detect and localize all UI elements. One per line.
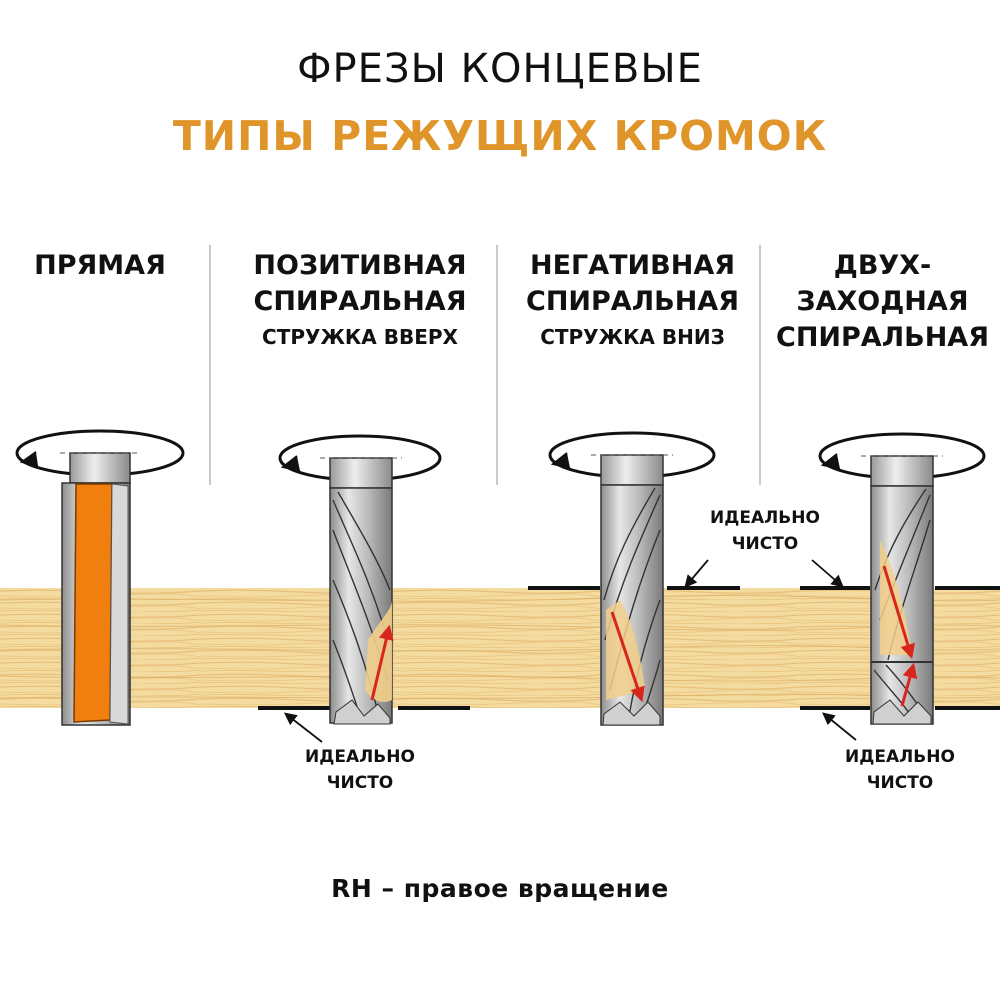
- clean-note-line: ЧИСТО: [866, 773, 934, 793]
- clean-edge-lines: [258, 586, 1000, 710]
- chip-direction-arrow-icon: [900, 662, 918, 707]
- column-heading-line: ПОЗИТИВНАЯ: [253, 250, 467, 281]
- straight-bit: [15, 429, 185, 726]
- clean-note-line: ИДЕАЛЬНО: [845, 747, 955, 767]
- clean-note-positive: ИДЕАЛЬНО ЧИСТО: [300, 744, 420, 796]
- column-heading-positive: ПОЗИТИВНАЯ СПИРАЛЬНАЯ СТРУЖКА ВВЕРХ: [215, 248, 505, 354]
- chip-direction-arrow-icon: [882, 565, 916, 660]
- column-heading-line: СТРУЖКА ВВЕРХ: [262, 325, 458, 349]
- double-spiral-bit: [818, 432, 986, 725]
- clean-note-line: ЧИСТО: [326, 773, 394, 793]
- column-heading-line: СПИРАЛЬНАЯ: [526, 286, 739, 317]
- pointer-arrows: [284, 559, 857, 743]
- column-heading-line: ДВУХ-: [833, 250, 932, 281]
- column-heading-line: СПИРАЛЬНАЯ: [253, 286, 467, 317]
- pointer-arrow-icon: [284, 712, 323, 743]
- clean-note-double: ИДЕАЛЬНО ЧИСТО: [840, 744, 960, 796]
- page-subtitle: ТИПЫ РЕЖУЩИХ КРОМОК: [172, 112, 828, 160]
- chip-direction-arrow-icon: [370, 624, 394, 701]
- rotation-footnote: RH – правое вращение: [331, 874, 669, 903]
- clean-note-line: ЧИСТО: [731, 534, 799, 554]
- clean-note-line: ИДЕАЛЬНО: [710, 508, 820, 528]
- positive-spiral-bit: [278, 434, 442, 725]
- clean-note-line: ИДЕАЛЬНО: [305, 747, 415, 767]
- column-heading-line: ПРЯМАЯ: [34, 250, 166, 281]
- clean-note-negative: ИДЕАЛЬНО ЧИСТО: [700, 505, 830, 557]
- column-heading-double: ДВУХ- ЗАХОДНАЯ СПИРАЛЬНАЯ: [765, 248, 1000, 356]
- rotation-arrow-head-icon: [820, 453, 841, 470]
- rotation-arrow-head-icon: [550, 452, 571, 469]
- column-dividers: [209, 245, 761, 485]
- column-heading-straight: ПРЯМАЯ: [0, 248, 200, 284]
- column-heading-line: СТРУЖКА ВНИЗ: [540, 325, 725, 349]
- column-heading-line: СПИРАЛЬНАЯ: [776, 322, 989, 353]
- column-heading-line: ЗАХОДНАЯ: [796, 286, 969, 317]
- pointer-arrow-icon: [684, 559, 709, 588]
- wood-board: [0, 588, 1000, 708]
- negative-spiral-bit: [548, 431, 716, 726]
- column-heading-negative: НЕГАТИВНАЯ СПИРАЛЬНАЯ СТРУЖКА ВНИЗ: [490, 248, 775, 354]
- rotation-arrow-head-icon: [280, 455, 301, 472]
- pointer-arrow-icon: [822, 712, 857, 741]
- pointer-arrow-icon: [811, 559, 844, 588]
- page-title: ФРЕЗЫ КОНЦЕВЫЕ: [297, 46, 703, 92]
- column-heading-line: НЕГАТИВНАЯ: [529, 250, 736, 281]
- rotation-arrow-head-icon: [19, 451, 39, 467]
- chip-direction-arrow-icon: [610, 611, 645, 703]
